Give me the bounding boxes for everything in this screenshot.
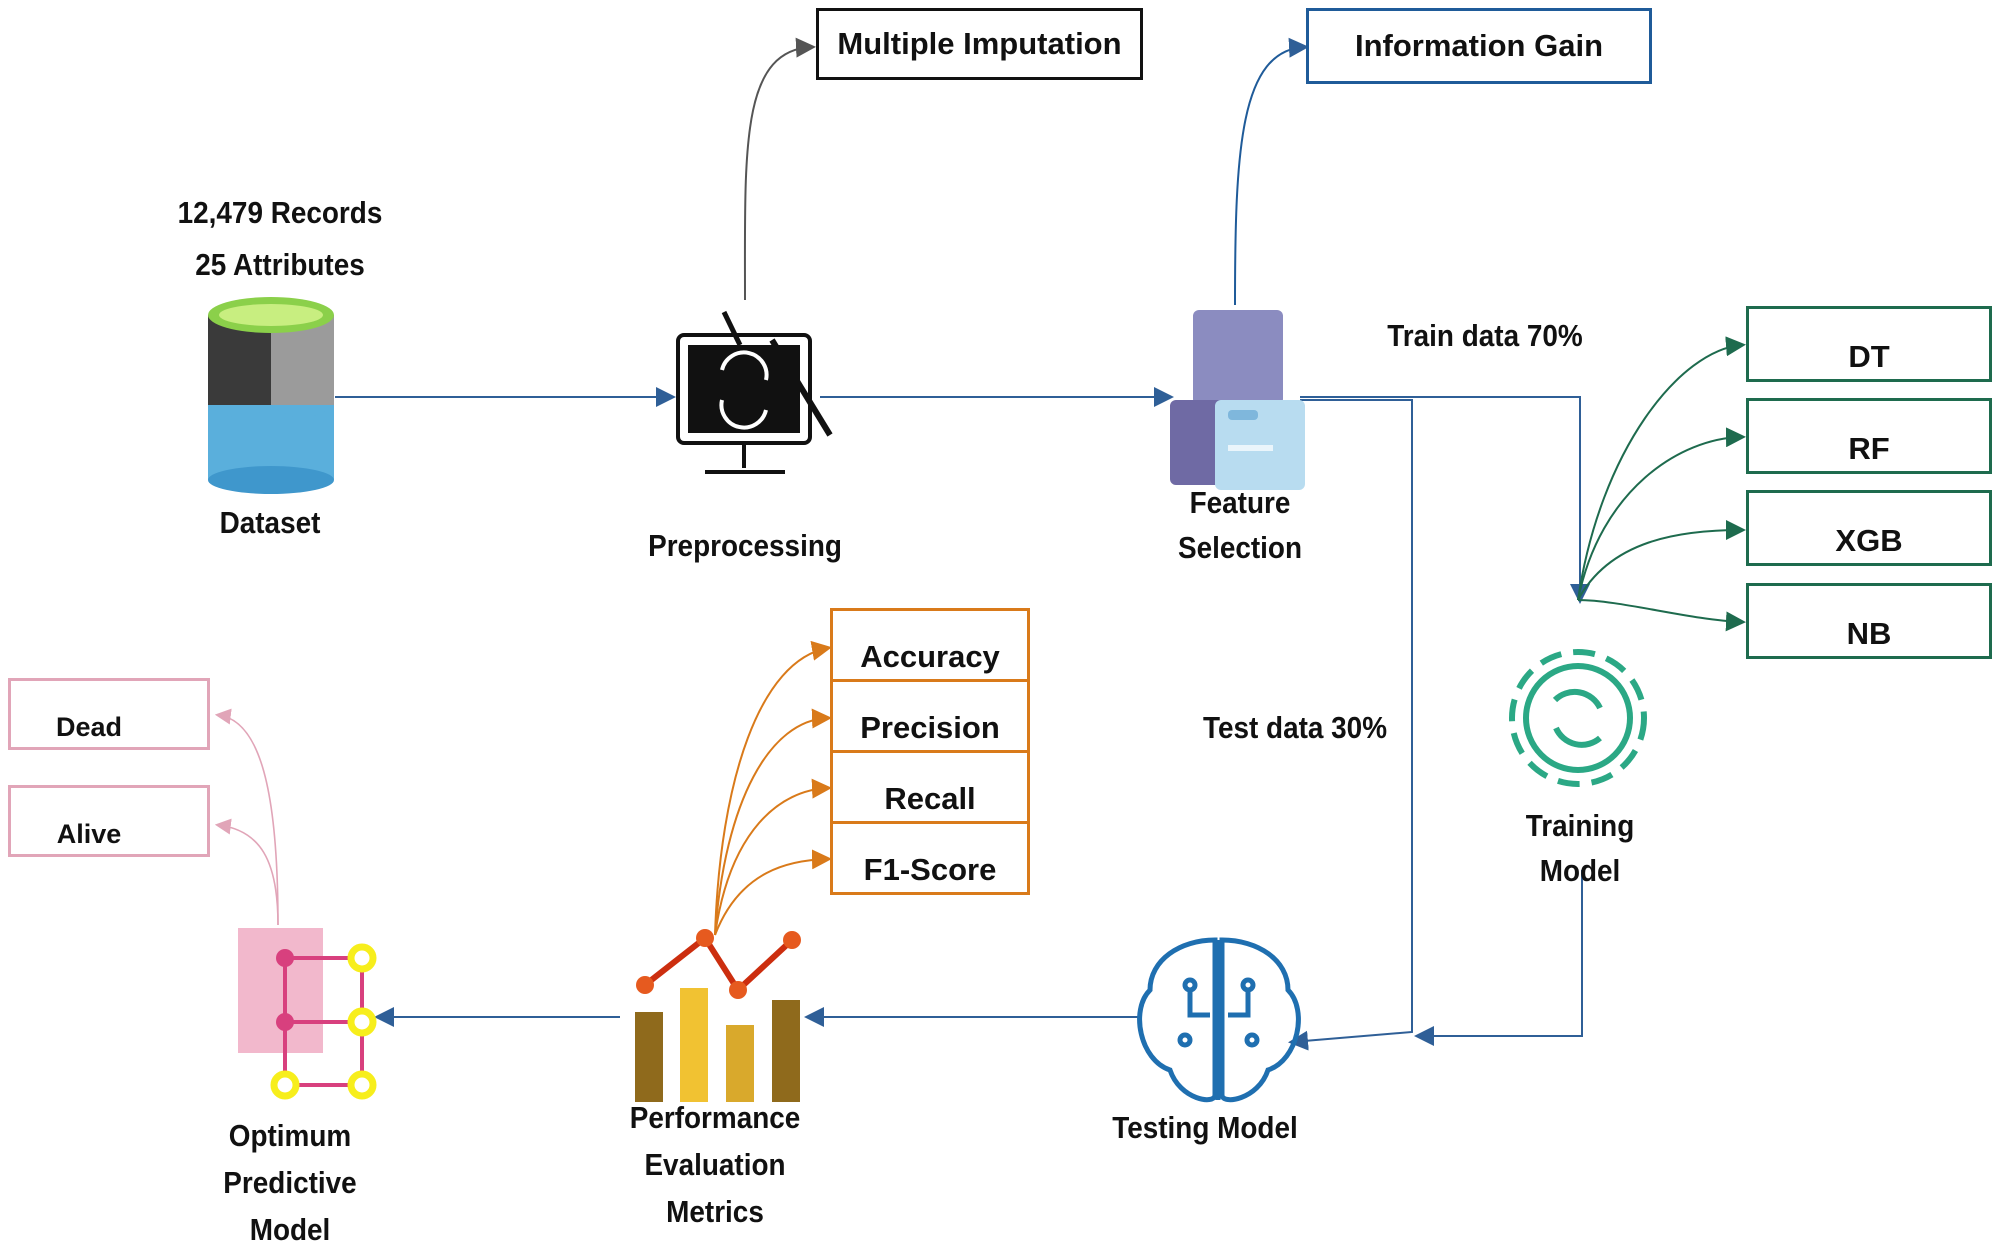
metric-box-f1: F1-Score bbox=[830, 821, 1030, 895]
outcome-box-alive: Alive bbox=[8, 785, 210, 857]
multiple-imputation-box: Multiple Imputation bbox=[816, 8, 1143, 80]
feature-selection-label-2: Selection bbox=[1177, 530, 1303, 565]
arrow-train-split bbox=[1300, 396, 1590, 604]
preprocessing-icon bbox=[676, 310, 833, 474]
feature-selection-label-1: Feature bbox=[1189, 485, 1291, 520]
testing-label: Testing Model bbox=[1112, 1110, 1298, 1145]
evaluation-label-2: Evaluation bbox=[644, 1147, 786, 1182]
dataset-attributes: 25 Attributes bbox=[195, 247, 365, 282]
optimum-label-1: Optimum bbox=[228, 1118, 352, 1153]
evaluation-label-3: Metrics bbox=[666, 1194, 764, 1229]
arrow-to-multiple-imputation bbox=[743, 37, 816, 301]
model-box-rf: RF bbox=[1746, 398, 1992, 474]
model-dt-label: DT bbox=[1848, 339, 1890, 374]
multiple-imputation-label: Multiple Imputation bbox=[837, 26, 1122, 61]
training-label-2: Model bbox=[1539, 853, 1621, 888]
arrow-to-recall bbox=[714, 778, 832, 936]
optimum-model-icon bbox=[238, 928, 377, 1100]
outcome-box-dead: Dead bbox=[8, 678, 210, 750]
preprocessing-label: Preprocessing bbox=[648, 528, 842, 563]
arrow-to-f1 bbox=[714, 849, 832, 936]
metric-f1-label: F1-Score bbox=[863, 852, 997, 887]
arrow-to-xgb bbox=[1577, 520, 1746, 601]
arrow-to-accuracy bbox=[714, 640, 832, 936]
dataset-records: 12,479 Records bbox=[177, 195, 383, 230]
arrow-to-information-gain bbox=[1234, 37, 1309, 306]
gear-icon bbox=[1509, 649, 1647, 787]
metric-box-accuracy: Accuracy bbox=[830, 608, 1030, 682]
train-split-label: Train data 70% bbox=[1387, 318, 1583, 353]
arrow-to-rf bbox=[1577, 427, 1746, 601]
metric-precision-label: Precision bbox=[860, 710, 1000, 745]
performance-chart-icon bbox=[635, 929, 801, 1102]
metric-recall-label: Recall bbox=[884, 781, 976, 816]
feature-selection-icon bbox=[1170, 310, 1305, 490]
metric-box-precision: Precision bbox=[830, 679, 1030, 753]
metric-box-recall: Recall bbox=[830, 750, 1030, 824]
dataset-label: Dataset bbox=[219, 505, 321, 540]
brain-icon bbox=[1137, 937, 1301, 1103]
training-label-1: Training bbox=[1525, 808, 1635, 843]
metric-accuracy-label: Accuracy bbox=[860, 639, 1000, 674]
evaluation-label-1: Performance bbox=[629, 1100, 801, 1135]
arrow-test-split bbox=[1288, 399, 1413, 1051]
model-box-xgb: XGB bbox=[1746, 490, 1992, 566]
model-box-nb: NB bbox=[1746, 583, 1992, 659]
optimum-label-3: Model bbox=[249, 1212, 331, 1247]
outcome-alive-label: Alive bbox=[56, 819, 122, 849]
information-gain-box: Information Gain bbox=[1306, 8, 1652, 84]
model-rf-label: RF bbox=[1848, 431, 1890, 466]
model-box-dt: DT bbox=[1746, 306, 1992, 382]
arrow-training-to-testing bbox=[1414, 870, 1583, 1046]
model-xgb-label: XGB bbox=[1835, 523, 1903, 558]
arrow-to-nb bbox=[1577, 599, 1746, 632]
arrow-to-dt bbox=[1577, 336, 1746, 601]
optimum-label-2: Predictive bbox=[223, 1165, 357, 1200]
information-gain-label: Information Gain bbox=[1355, 28, 1603, 63]
arrow-to-precision bbox=[714, 708, 832, 936]
outcome-dead-label: Dead bbox=[55, 712, 123, 742]
arrow-to-dead bbox=[214, 708, 279, 926]
test-split-label: Test data 30% bbox=[1202, 710, 1387, 745]
model-nb-label: NB bbox=[1846, 616, 1892, 651]
database-icon bbox=[208, 297, 334, 494]
arrow-to-alive bbox=[214, 818, 279, 926]
